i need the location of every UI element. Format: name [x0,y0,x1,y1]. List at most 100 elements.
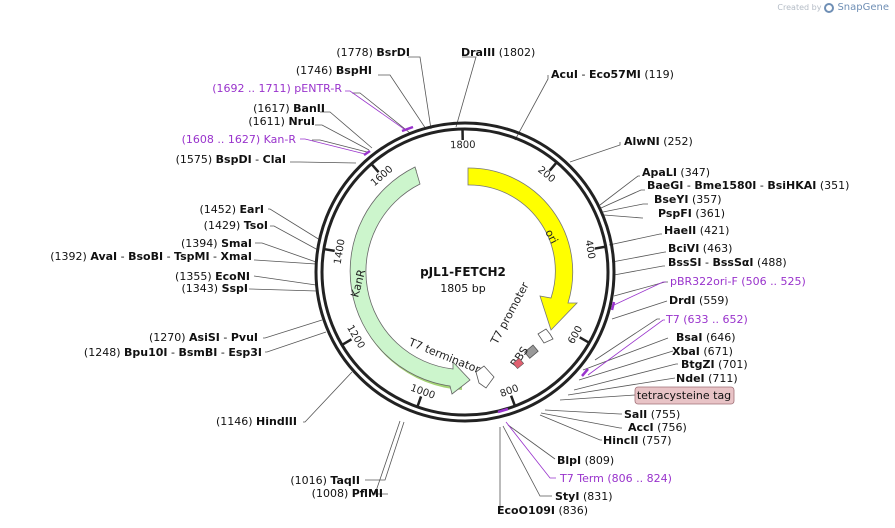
restriction-site-label[interactable]: BciVI (463) [668,242,732,255]
snapgene-logo-icon [824,2,835,13]
ori-feature[interactable] [467,167,578,331]
restriction-site-label[interactable]: (1746) BspHI [296,64,372,77]
rbs-feature[interactable] [524,344,539,359]
site-name: SmaI [221,237,252,250]
site-position: (1343) [181,282,218,295]
restriction-site-label[interactable]: XbaI (671) [672,345,733,358]
site-position: (357) [692,193,722,206]
restriction-site-label[interactable]: DraIII (1802) [461,46,535,59]
restriction-site-label[interactable]: BssSI - BssSαI (488) [668,256,787,269]
site-name: BciVI [668,242,699,255]
restriction-site-label[interactable]: (1016) TaqII [290,474,360,487]
restriction-site-label[interactable]: HaeII (421) [664,224,729,237]
site-separator: - [168,346,179,359]
restriction-site-label[interactable]: StyI (831) [555,490,613,503]
tick-mark [416,396,423,408]
restriction-site-label[interactable]: BsaI (646) [676,331,736,344]
site-position: (252) [663,135,693,148]
site-position: (831) [583,490,613,503]
kanr-feature[interactable] [349,166,471,395]
site-position: (757) [642,434,672,447]
site-name: TsoI [244,219,268,232]
site-position: (1611) [248,115,285,128]
restriction-site-label[interactable]: (1392) AvaI - BsoBI - TspMI - XmaI [50,250,252,263]
site-name: Bpu10I [124,346,168,359]
restriction-site-label[interactable]: (1617) BanII [253,102,325,115]
restriction-site-label[interactable]: (1394) SmaI [181,237,252,250]
restriction-site-label[interactable]: (1355) EcoNI [175,270,250,283]
site-name: T7 Term [559,472,604,485]
restriction-site-label[interactable]: (1575) BspDI - ClaI [176,153,286,166]
restriction-site-label[interactable]: (1248) Bpu10I - BsmBI - Esp3I [84,346,262,359]
restriction-site-label[interactable]: (1008) PflMI [312,487,383,500]
site-position: (806 .. 824) [607,472,672,485]
restriction-site-label[interactable]: NdeI (711) [676,372,738,385]
restriction-site-label[interactable]: (1778) BsrDI [336,46,410,59]
tick-mark [341,338,353,347]
snapgene-watermark: Created by SnapGene [777,2,889,13]
site-name: BsoBI [128,250,163,263]
site-position: (1746) [296,64,333,77]
tetracysteine-tag-label: tetracysteine tag [637,389,731,402]
site-name: BsiHKAI [767,179,816,192]
site-position: (1452) [199,203,236,216]
restriction-site-label[interactable]: (1270) AsiSI - PvuI [149,331,258,344]
restriction-site-label[interactable]: BlpI (809) [557,454,614,467]
site-name: BaeGI [647,179,683,192]
t7-terminator-feature[interactable] [475,365,495,389]
restriction-site-label[interactable]: EcoO109I (836) [497,504,588,517]
tetracysteine-tag[interactable]: tetracysteine tag [634,386,735,405]
primer-label[interactable]: T7 Term (806 .. 824) [559,472,672,485]
site-name: BssSI [668,256,702,269]
primer-label[interactable]: T7 (633 .. 652) [665,313,748,326]
primer-markers [363,125,616,414]
t7-promoter-feature[interactable] [537,328,554,344]
tick-label: 1200 [344,323,366,351]
site-position: (1146) [216,415,253,428]
site-position: (671) [703,345,733,358]
site-position: (1248) [84,346,121,359]
restriction-site-label[interactable]: (1429) TsoI [204,219,268,232]
site-position: (351) [820,179,850,192]
restriction-site-label[interactable]: HincII (757) [603,434,672,447]
site-name: ApaLI [642,166,677,179]
restriction-site-label[interactable]: (1611) NruI [248,115,315,128]
site-name: XbaI [672,345,700,358]
tick-label: 400 [582,239,596,260]
restriction-site-label[interactable]: DrdI (559) [669,294,729,307]
restriction-site-label[interactable]: AcuI - Eco57MI (119) [551,68,674,81]
restriction-site-label[interactable]: PspFI (361) [658,207,725,220]
restriction-site-label[interactable]: BaeGI - Bme1580I - BsiHKAI (351) [647,179,849,192]
tick-label: 1800 [450,140,476,151]
restriction-site-label[interactable]: (1343) SspI [181,282,248,295]
tick-mark [594,245,606,250]
restriction-site-label[interactable]: AccI (756) [628,421,687,434]
site-name: AccI [628,421,654,434]
site-position: (1617) [253,102,290,115]
restriction-site-label[interactable]: (1146) HindIII [216,415,297,428]
primer-label[interactable]: (1692 .. 1711) pENTR-R [212,82,342,95]
site-name: pBR322ori-F [670,275,738,288]
restriction-site-label[interactable]: SalI (755) [624,408,680,421]
restriction-site-label[interactable]: (1452) EarI [199,203,264,216]
restriction-site-label[interactable]: AlwNI (252) [624,135,693,148]
site-name: BsaI [676,331,702,344]
site-name: T7 [665,313,680,326]
primer-leader-lines [300,90,666,479]
site-name: HincII [603,434,639,447]
primer-label[interactable]: (1608 .. 1627) Kan-R [182,133,297,146]
restriction-site-label[interactable]: BseYI (357) [654,193,722,206]
site-position: (1575) [176,153,213,166]
site-separator: - [220,331,231,344]
backbone-inner-ring [320,127,610,417]
site-name: BtgZI [681,358,715,371]
site-position: (559) [699,294,729,307]
site-name: TaqII [330,474,360,487]
restriction-site-label[interactable]: BtgZI (701) [681,358,748,371]
site-separator: - [217,346,228,359]
snapgene-brand-text: SnapGene [837,2,889,13]
t7-promoter-label: T7 promoter [488,280,532,348]
primer-label[interactable]: pBR322ori-F (506 .. 525) [670,275,806,288]
site-name: NdeI [676,372,705,385]
restriction-site-label[interactable]: ApaLI (347) [642,166,710,179]
